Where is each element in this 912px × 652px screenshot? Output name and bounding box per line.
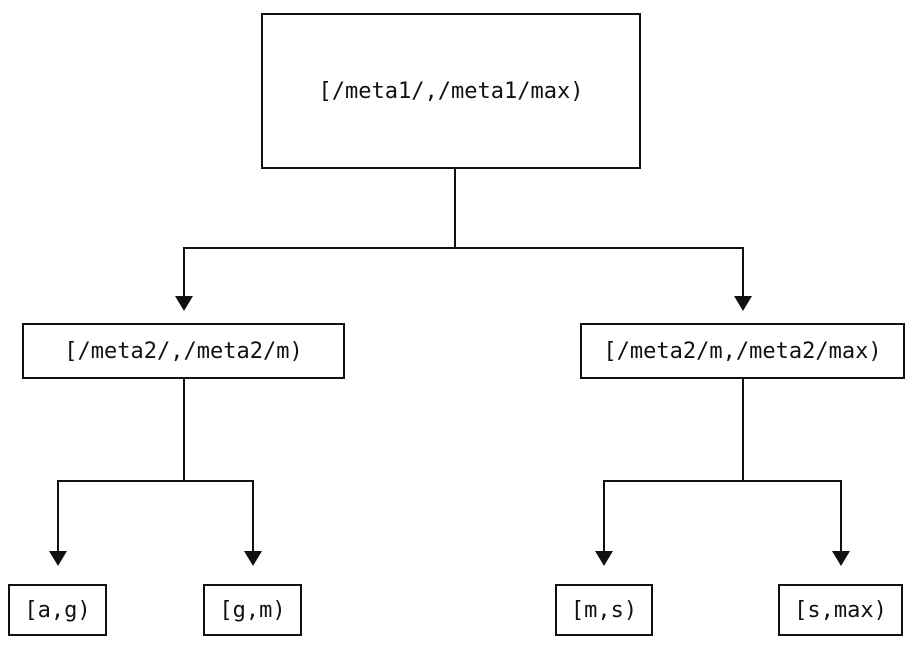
connector-right-stem (742, 379, 744, 481)
tree-leaf-s-max-label: [s,max) (794, 597, 887, 623)
tree-node-meta2-high-label: [/meta2/m,/meta2/max) (603, 338, 882, 364)
tree-leaf-m-s: [m,s) (555, 584, 653, 636)
tree-leaf-m-s-label: [m,s) (570, 597, 638, 623)
tree-node-meta2-low: [/meta2/,/meta2/m) (22, 323, 345, 379)
connector-right-to-ms-drop (603, 480, 605, 552)
tree-leaf-g-m-label: [g,m) (219, 597, 286, 623)
tree-leaf-g-m: [g,m) (203, 584, 302, 636)
connector-right-to-smax-drop (840, 480, 842, 552)
connector-left-stem (183, 379, 185, 481)
arrowhead-right-to-smax-icon (832, 551, 850, 566)
arrowhead-root-to-left-icon (175, 296, 193, 311)
connector-root-stem (454, 169, 456, 248)
tree-leaf-s-max: [s,max) (778, 584, 903, 636)
arrowhead-left-to-gm-icon (244, 551, 262, 566)
connector-left-to-ag-drop (57, 480, 59, 552)
arrowhead-right-to-ms-icon (595, 551, 613, 566)
connector-right-crossbar (603, 480, 842, 482)
tree-node-meta2-low-label: [/meta2/,/meta2/m) (64, 338, 303, 364)
connector-root-to-right-drop (742, 247, 744, 298)
connector-left-crossbar (57, 480, 254, 482)
tree-leaf-a-g: [a,g) (8, 584, 107, 636)
tree-node-root: [/meta1/,/meta1/max) (261, 13, 641, 169)
tree-leaf-a-g-label: [a,g) (24, 597, 91, 623)
tree-node-root-label: [/meta1/,/meta1/max) (318, 78, 584, 104)
arrowhead-root-to-right-icon (734, 296, 752, 311)
connector-root-crossbar (183, 247, 744, 249)
connector-root-to-left-drop (183, 247, 185, 298)
connector-left-to-gm-drop (252, 480, 254, 552)
tree-node-meta2-high: [/meta2/m,/meta2/max) (580, 323, 905, 379)
arrowhead-left-to-ag-icon (49, 551, 67, 566)
